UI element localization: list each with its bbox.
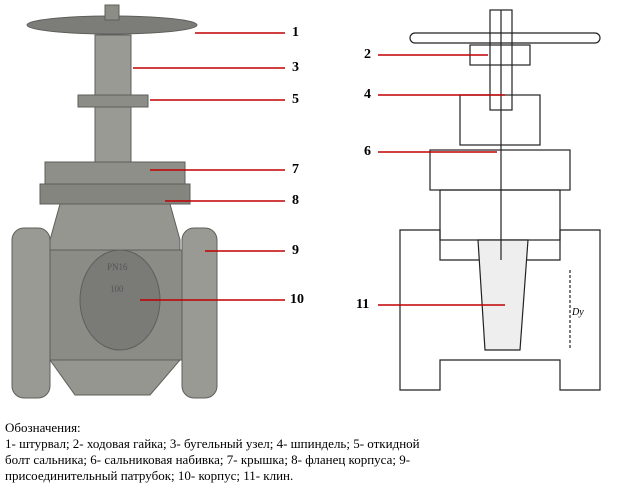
label-5: 5 xyxy=(292,92,299,107)
label-4: 4 xyxy=(364,87,371,102)
valve-section-drawing xyxy=(399,9,601,391)
dimension-label: Dy xyxy=(571,307,584,318)
label-2: 2 xyxy=(364,47,371,62)
label-8: 8 xyxy=(292,193,299,208)
photo-marking-pn: PN16 xyxy=(107,262,128,272)
photo-marking-dn: 100 xyxy=(110,284,124,294)
legend-text: 1- штурвал; 2- ходовая гайка; 3- бугельн… xyxy=(5,436,420,483)
label-11: 11 xyxy=(356,297,370,312)
legend: Обозначения: 1- штурвал; 2- ходовая гайк… xyxy=(5,420,435,484)
valve-photo xyxy=(11,4,218,399)
label-9: 9 xyxy=(292,243,299,258)
label-10: 10 xyxy=(290,292,304,307)
label-6: 6 xyxy=(364,144,371,159)
label-7: 7 xyxy=(292,162,299,177)
legend-title: Обозначения: xyxy=(5,420,81,435)
leader-lines xyxy=(133,32,505,306)
label-3: 3 xyxy=(292,60,299,75)
label-1: 1 xyxy=(292,25,299,40)
